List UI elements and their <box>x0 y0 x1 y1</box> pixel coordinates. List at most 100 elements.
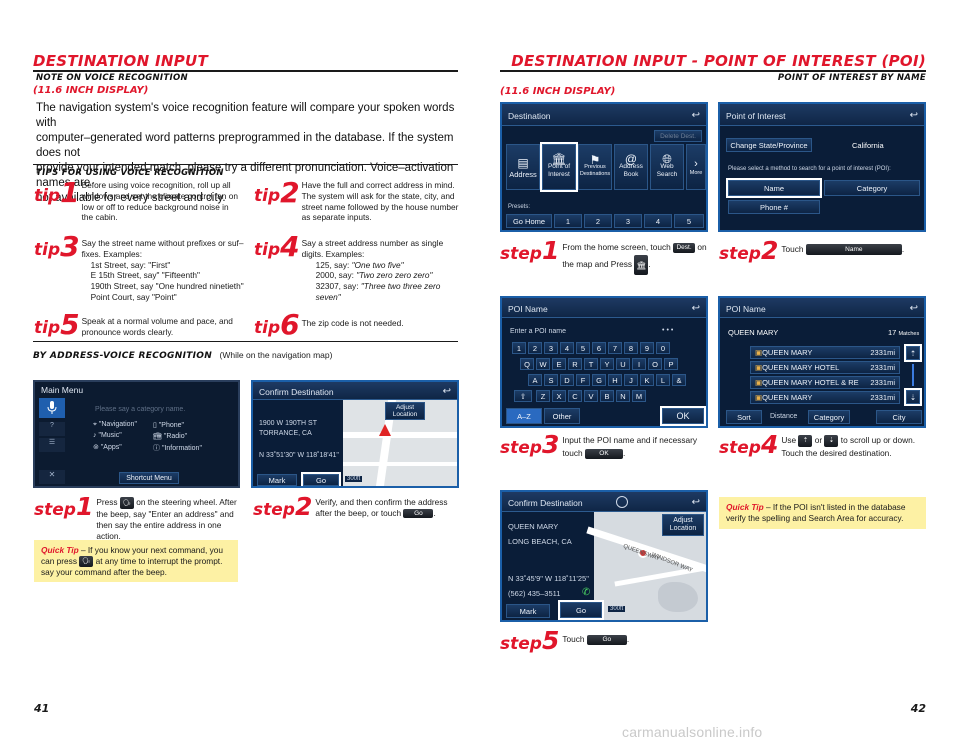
preset-button[interactable]: 2 <box>584 214 612 228</box>
keyboard-key[interactable]: S <box>544 374 558 386</box>
close-icon[interactable]: ✕ <box>39 470 65 484</box>
keyboard-key[interactable]: G <box>592 374 606 386</box>
delete-dest-button[interactable]: Delete Dest. <box>654 130 702 142</box>
keyboard-key-digit[interactable]: 2 <box>528 342 542 354</box>
keyboard-key[interactable]: V <box>584 390 598 402</box>
other-button[interactable]: Other <box>544 408 580 424</box>
preset-button[interactable]: 3 <box>614 214 642 228</box>
keyboard-key[interactable]: L <box>656 374 670 386</box>
keyboard-key[interactable]: F <box>576 374 590 386</box>
keyboard-key[interactable]: Q <box>520 358 534 370</box>
map-view[interactable]: QUEENSWAY WINDSOR WAY <box>586 492 706 620</box>
keyboard-key[interactable]: X <box>552 390 566 402</box>
preset-button[interactable]: 1 <box>554 214 582 228</box>
keyboard-key[interactable]: W <box>536 358 550 370</box>
scroll-up-icon[interactable]: ⇡ <box>904 344 922 362</box>
keyboard-key[interactable]: R <box>568 358 582 370</box>
keyboard-key[interactable]: C <box>568 390 582 402</box>
web-search-button[interactable]: 🌐︎Web Search <box>650 144 684 190</box>
preset-button[interactable]: 5 <box>674 214 704 228</box>
mark-button[interactable]: Mark <box>506 604 550 618</box>
keyboard-key[interactable]: A <box>528 374 542 386</box>
category-button[interactable]: Category <box>824 180 920 196</box>
name-button[interactable]: Name <box>726 178 822 198</box>
keyboard-key-digit[interactable]: 7 <box>608 342 622 354</box>
cmd-phone[interactable]: ▯ "Phone" <box>153 422 185 429</box>
keyboard-key-digit[interactable]: 4 <box>560 342 574 354</box>
help-icon[interactable]: ? <box>39 422 65 436</box>
previous-destinations-button[interactable]: ⚑Previous Destinations <box>578 144 612 190</box>
keyboard-key[interactable]: E <box>552 358 566 370</box>
main-menu-title: Main Menu <box>41 385 84 395</box>
cmd-apps[interactable]: ⊚ "Apps" <box>93 444 122 451</box>
shortcut-menu-button[interactable]: Shortcut Menu <box>119 472 179 484</box>
keyboard-key-digit[interactable]: 3 <box>544 342 558 354</box>
keyboard-key[interactable]: I <box>632 358 646 370</box>
go-home-button[interactable]: Go Home <box>506 214 552 228</box>
scroll-bar[interactable] <box>912 364 914 386</box>
poi-name-input[interactable]: Enter a POI name <box>510 328 567 335</box>
a-z-button[interactable]: A–Z <box>506 408 542 424</box>
keyboard-key[interactable]: P <box>664 358 678 370</box>
back-icon[interactable]: ↩ <box>442 386 451 397</box>
destination-pin-icon <box>638 548 648 558</box>
keyboard-key-digit[interactable]: 0 <box>656 342 670 354</box>
more-options-icon[interactable]: ••• <box>662 327 676 334</box>
keyboard-key[interactable]: D <box>560 374 574 386</box>
back-icon[interactable]: ↩ <box>691 303 700 314</box>
search-query: QUEEN MARY <box>728 328 779 337</box>
keyboard-key-digit[interactable]: 6 <box>592 342 606 354</box>
back-icon[interactable]: ↩ <box>909 303 918 314</box>
phone-number-button[interactable]: Phone # <box>728 200 820 214</box>
back-icon[interactable]: ↩ <box>691 497 700 508</box>
shift-icon[interactable]: ⇧ <box>514 390 532 402</box>
go-button[interactable]: Go <box>558 600 604 620</box>
sort-city-button[interactable]: City <box>876 410 922 424</box>
cmd-information[interactable]: ⓘ "Information" <box>153 445 202 452</box>
sort-distance-option[interactable]: Distance <box>770 413 798 420</box>
list-icon[interactable]: ☰ <box>39 438 65 452</box>
compass-icon[interactable] <box>616 496 628 508</box>
sort-button[interactable]: Sort <box>726 410 762 424</box>
more-button[interactable]: ›More <box>686 144 706 190</box>
keyboard-key[interactable]: Y <box>600 358 614 370</box>
keyboard-key[interactable]: M <box>632 390 646 402</box>
ok-button[interactable]: OK <box>660 406 706 426</box>
change-state-button[interactable]: Change State/Province <box>726 138 812 152</box>
mark-button[interactable]: Mark <box>257 474 297 486</box>
keyboard-key[interactable]: B <box>600 390 614 402</box>
address-book-button[interactable]: @Address Book <box>614 144 648 190</box>
sort-category-button[interactable]: Category <box>808 410 850 424</box>
cmd-navigation[interactable]: ⌖ "Navigation" <box>93 421 137 428</box>
keyboard-key[interactable]: O <box>648 358 662 370</box>
phone-icon[interactable]: ✆ <box>582 587 591 598</box>
address-button[interactable]: ▤Address <box>506 144 540 190</box>
keyboard-key-digit[interactable]: 8 <box>624 342 638 354</box>
scroll-down-icon[interactable]: ⇣ <box>904 388 922 406</box>
back-icon[interactable]: ↩ <box>691 110 700 121</box>
keyboard-key[interactable]: & <box>672 374 686 386</box>
keyboard-key[interactable]: K <box>640 374 654 386</box>
keyboard-key[interactable]: Z <box>536 390 550 402</box>
display-label: (11.6 INCH DISPLAY) <box>33 85 149 96</box>
keyboard-key[interactable]: J <box>624 374 638 386</box>
back-icon[interactable]: ↩ <box>909 110 918 121</box>
go-button[interactable]: Go <box>301 472 341 486</box>
keyboard-key[interactable]: N <box>616 390 630 402</box>
keyboard-key[interactable]: H <box>608 374 622 386</box>
point-of-interest-button[interactable]: 🏛︎Point of Interest <box>540 142 578 192</box>
keyboard-key-digit[interactable]: 5 <box>576 342 590 354</box>
adjust-location-button[interactable]: Adjust Location <box>385 402 425 420</box>
keyboard-key[interactable]: U <box>616 358 630 370</box>
keyboard-key-digit[interactable]: 9 <box>640 342 654 354</box>
preset-button[interactable]: 4 <box>644 214 672 228</box>
cmd-music[interactable]: ♪ "Music" <box>93 432 122 439</box>
adjust-location-button[interactable]: Adjust Location <box>662 514 704 536</box>
cmd-radio[interactable]: 📻︎ "Radio" <box>153 433 188 440</box>
keyboard-key[interactable]: T <box>584 358 598 370</box>
keyboard-key-digit[interactable]: 1 <box>512 342 526 354</box>
